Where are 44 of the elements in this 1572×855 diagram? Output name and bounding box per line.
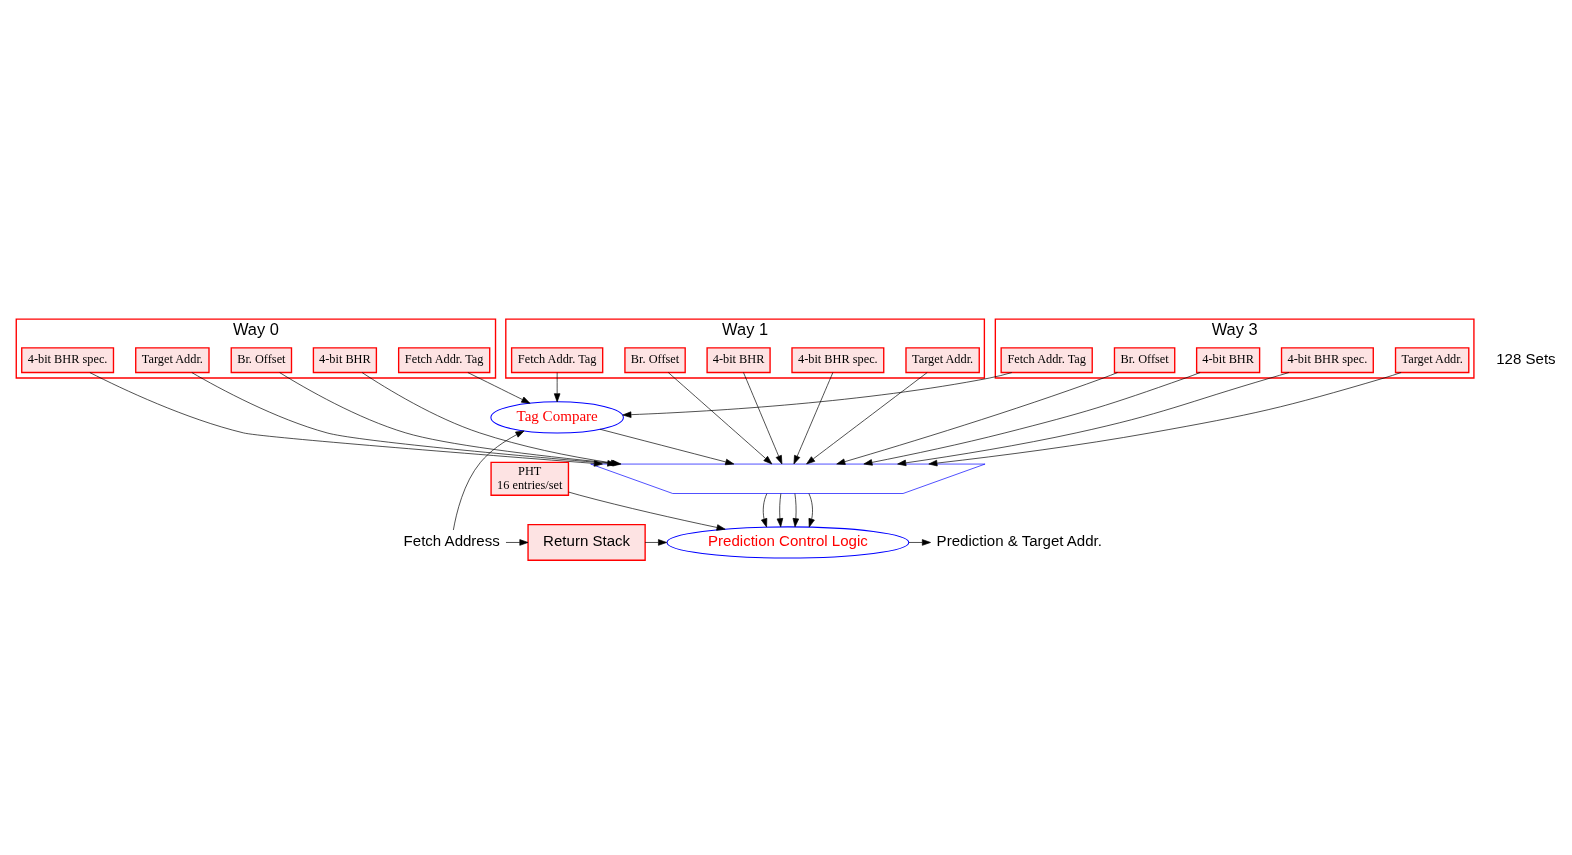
node-box: Br. Offset	[1113, 347, 1176, 374]
node-box: 4-bit BHR spec.	[791, 347, 885, 374]
node-box: 4-bit BHR spec.	[21, 347, 115, 374]
arrow	[761, 493, 768, 528]
node-box: 4-bit BHR	[312, 347, 378, 374]
arrow	[191, 372, 617, 467]
arrow	[793, 372, 834, 465]
node-box: Br. Offset	[230, 347, 293, 374]
arrow	[808, 493, 815, 528]
arrow	[836, 372, 1118, 465]
arrow	[743, 372, 783, 465]
arrow	[806, 372, 928, 465]
arrow	[505, 539, 529, 546]
node-box: Br. Offset	[624, 347, 686, 374]
node-box: Target Addr.	[1394, 347, 1470, 374]
node-box: PHT 16 entries/set	[490, 461, 570, 496]
arrow	[89, 372, 603, 467]
arrow	[467, 372, 531, 404]
arrow	[792, 493, 800, 528]
arrow	[776, 493, 784, 528]
node-box: Fetch Addr. Tag	[510, 347, 604, 374]
node-box: Target Addr.	[905, 347, 980, 374]
node-box: 4-bit BHR	[1195, 347, 1261, 374]
node-box: Return Stack	[527, 523, 646, 561]
node-box: Target Addr.	[135, 347, 210, 374]
node-box: 4-bit BHR spec.	[1280, 347, 1374, 374]
arrow	[908, 539, 931, 546]
arrow	[568, 491, 726, 531]
arrow	[667, 372, 773, 465]
node-box: Fetch Addr. Tag	[1000, 347, 1093, 374]
arrow	[863, 372, 1201, 466]
arrow	[622, 372, 1013, 418]
arrow	[553, 372, 561, 403]
node-box: 4-bit BHR	[706, 347, 771, 374]
label: 128 Sets	[1496, 350, 1556, 367]
node-trapezoid	[590, 463, 986, 494]
node-text: Prediction & Target Addr.	[936, 532, 1102, 550]
node-ellipse: Tag Compare	[490, 401, 624, 434]
node-box: Fetch Addr. Tag	[397, 347, 491, 374]
arrow	[453, 430, 525, 531]
arrow	[897, 372, 1290, 467]
arrow	[644, 539, 667, 546]
node-text: Fetch Address	[403, 532, 500, 550]
arrow	[928, 372, 1402, 467]
